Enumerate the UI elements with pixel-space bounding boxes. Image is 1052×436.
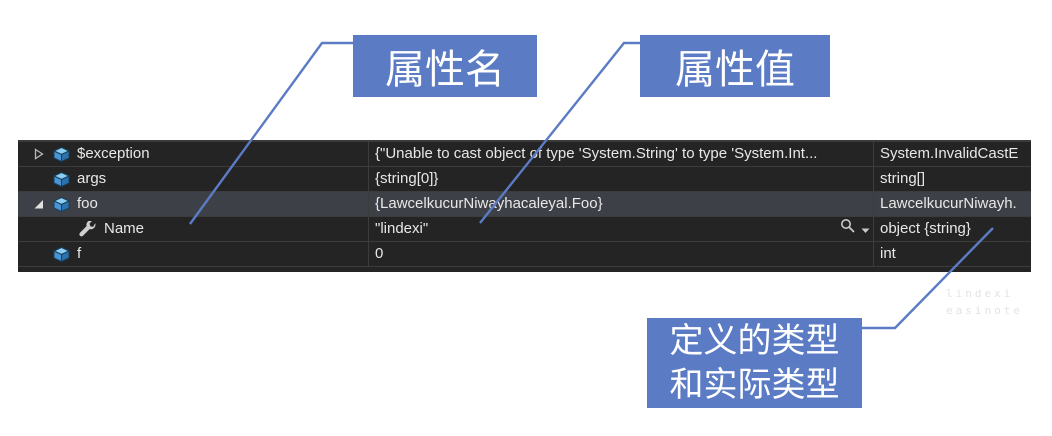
visualizer-controls <box>840 217 870 241</box>
type-cell: System.InvalidCastE <box>880 145 1019 162</box>
name-cell: $exception <box>18 142 369 166</box>
annotation-type-note: 定义的类型 和实际类型 <box>647 318 862 408</box>
table-row-name-property[interactable]: Name "lindexi" object {string} <box>18 217 1031 242</box>
expand-collapsed-icon[interactable] <box>33 148 45 160</box>
annotation-property-value: 属性值 <box>640 35 830 97</box>
annotation-label-line1: 定义的类型 <box>669 322 840 360</box>
table-row-args[interactable]: args {string[0]} string[] <box>18 167 1031 192</box>
annotation-property-name: 属性名 <box>353 35 537 97</box>
type-cell: int <box>880 245 896 262</box>
variable-name: $exception <box>77 145 150 162</box>
table-row-exception[interactable]: $exception {"Unable to cast object of ty… <box>18 142 1031 167</box>
value-text: "lindexi" <box>375 220 429 237</box>
annotation-label-line2: 和实际类型 <box>669 366 840 404</box>
variable-cube-icon <box>53 246 70 262</box>
watermark: lindexi easinote <box>946 285 1023 319</box>
debugger-locals-table: $exception {"Unable to cast object of ty… <box>18 140 1031 272</box>
value-cell[interactable]: {"Unable to cast object of type 'System.… <box>369 142 874 166</box>
variable-name: Name <box>104 220 145 237</box>
variable-cube-icon <box>53 171 70 187</box>
variable-name: f <box>77 245 82 262</box>
name-cell: foo <box>18 192 369 216</box>
variable-name: args <box>77 170 107 187</box>
magnifier-icon[interactable] <box>840 218 856 242</box>
expander-spacer <box>33 173 45 185</box>
watermark-line2: easinote <box>946 304 1023 317</box>
table-row-foo[interactable]: foo {LawcelkucurNiwayhacaleyal.Foo} Lawc… <box>18 192 1031 217</box>
type-cell: string[] <box>880 170 926 187</box>
variable-name: foo <box>77 195 98 212</box>
watermark-line1: lindexi <box>946 287 1014 300</box>
property-wrench-icon <box>78 219 97 238</box>
value-cell[interactable]: {LawcelkucurNiwayhacaleyal.Foo} <box>369 192 874 216</box>
variable-cube-icon <box>53 196 70 212</box>
value-cell[interactable]: "lindexi" <box>369 217 874 241</box>
visualizer-dropdown-caret-icon[interactable] <box>861 218 870 242</box>
value-cell[interactable]: {string[0]} <box>369 167 874 191</box>
name-cell: args <box>18 167 369 191</box>
name-cell: f <box>18 242 369 266</box>
variable-cube-icon <box>53 146 70 162</box>
type-cell: object {string} <box>880 220 971 237</box>
value-cell[interactable]: 0 <box>369 242 874 266</box>
name-cell: Name <box>18 217 369 241</box>
expand-expanded-icon[interactable] <box>33 198 45 210</box>
expander-spacer <box>33 248 45 260</box>
annotation-label: 属性名 <box>385 48 505 92</box>
annotation-label: 属性值 <box>675 48 795 92</box>
table-row-f[interactable]: f 0 int <box>18 242 1031 267</box>
type-cell: LawcelkucurNiwayh. <box>880 195 1017 212</box>
